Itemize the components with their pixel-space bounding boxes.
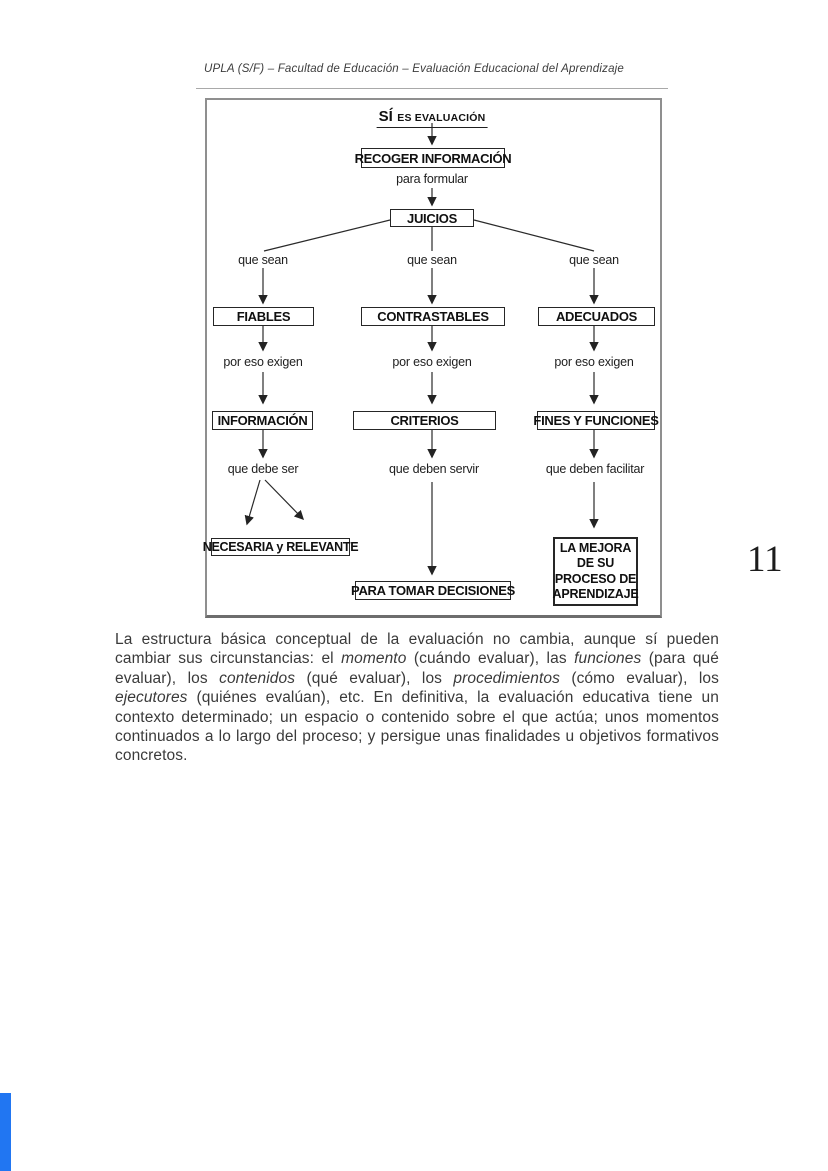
diagram-connectors	[244, 123, 599, 576]
label-que-deben-servir: que deben servir	[389, 462, 479, 476]
label-que-debe-ser: que debe ser	[227, 462, 299, 476]
label-por-eso-exigen-1: por eso exigen	[223, 355, 303, 369]
title-es-evaluacion: ES EVALUACIÓN	[397, 112, 486, 124]
node-necesaria-y-relevante: NECESARIA y RELEVANTE	[202, 538, 359, 556]
node-criterios: CRITERIOS	[353, 411, 496, 430]
label-por-eso-exigen-2: por eso exigen	[392, 355, 472, 369]
label-que-sean-3: que sean	[569, 253, 619, 267]
label-por-eso-exigen-3: por eso exigen	[554, 355, 634, 369]
label-para-formular: para formular	[396, 172, 468, 186]
page-number: 11	[747, 539, 783, 580]
node-fines-y-funciones: FINES Y FUNCIONES	[533, 411, 659, 430]
evaluation-concept-map: SÍ ES EVALUACIÓN RECOGER INFORMACIÓN par…	[202, 98, 662, 618]
node-recoger-informacion: RECOGER INFORMACIÓN	[355, 148, 512, 168]
label-que-sean-2: que sean	[407, 253, 457, 267]
accent-bar	[0, 1093, 11, 1171]
label-que-sean-1: que sean	[238, 253, 288, 267]
body-paragraph: La estructura básica conceptual de la ev…	[115, 631, 719, 765]
node-adecuados: ADECUADOS	[538, 307, 655, 326]
node-informacion: INFORMACIÓN	[212, 411, 313, 430]
node-contrastables: CONTRASTABLES	[361, 307, 505, 326]
running-header: UPLA (S/F) – Facultad de Educación – Eva…	[203, 63, 625, 75]
scan-edge-line	[196, 88, 668, 89]
node-juicios: JUICIOS	[390, 209, 474, 227]
diagram-title: SÍ ES EVALUACIÓN	[376, 108, 488, 128]
node-para-tomar-decisiones: PARA TOMAR DECISIONES	[351, 581, 515, 600]
label-que-deben-facilitar: que deben facilitar	[545, 462, 645, 476]
node-fiables: FIABLES	[213, 307, 314, 326]
title-si: SÍ	[378, 108, 393, 125]
node-la-mejora: LA MEJORA DE SU PROCESO DE APRENDIZAJE	[553, 537, 639, 606]
